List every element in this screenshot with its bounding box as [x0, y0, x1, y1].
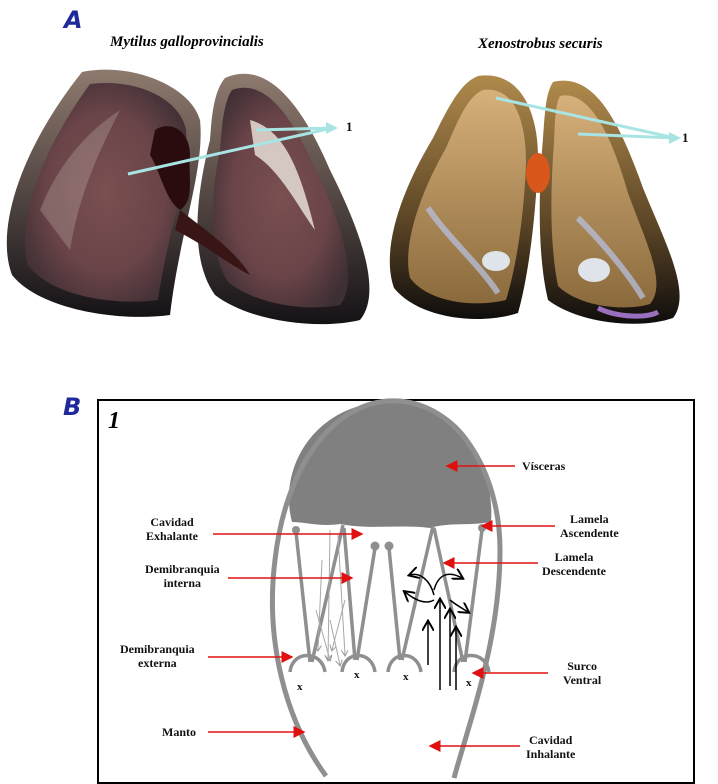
label-visceras: Vísceras — [522, 459, 565, 473]
ventral-grooves — [290, 656, 489, 673]
label-manto: Manto — [162, 725, 196, 739]
gill-marker-x: x — [297, 680, 303, 694]
label-lamela-ascendente: Lamela Ascendente — [560, 512, 619, 540]
label-demibranquia-interna: Demibranquia interna — [145, 562, 220, 590]
gill-marker-x: x — [466, 676, 472, 690]
gill-marker-x: x — [403, 670, 409, 684]
label-cavidad-inhalante: Cavidad Inhalante — [526, 733, 575, 761]
label-lamela-descendente: Lamela Descendente — [542, 550, 606, 578]
label-demibranquia-externa: Demibranquia externa — [120, 642, 195, 670]
viscera-shape — [289, 401, 491, 528]
water-flow-arrows — [405, 574, 468, 690]
gill-marker-x: x — [354, 668, 360, 682]
label-surco-ventral: Surco Ventral — [563, 659, 601, 687]
label-cavidad-exhalante: Cavidad Exhalante — [146, 515, 198, 543]
